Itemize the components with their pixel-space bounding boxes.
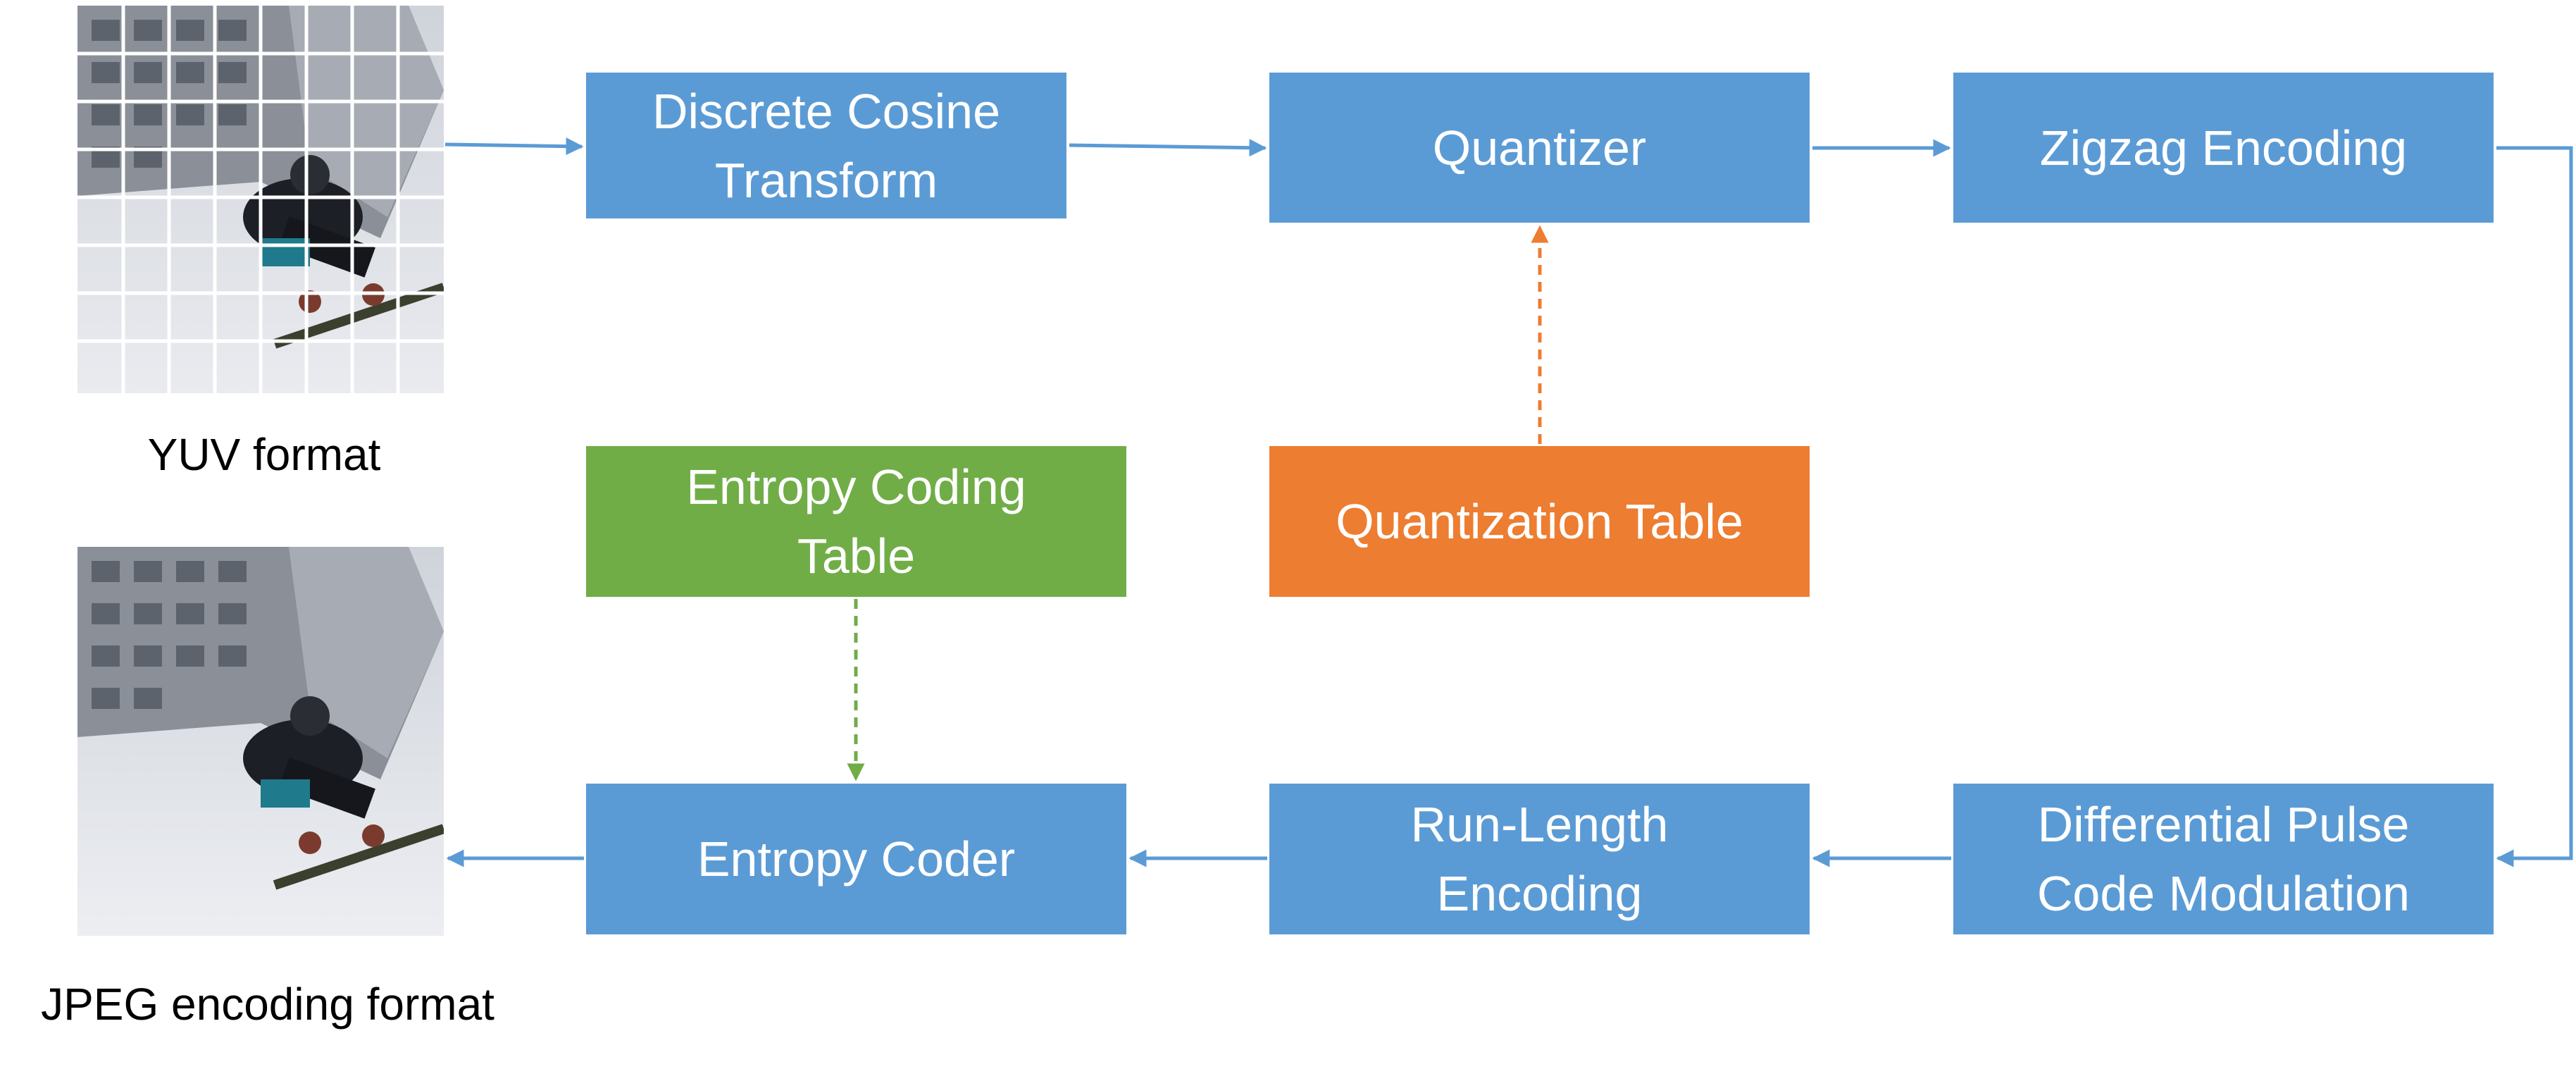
dpcm-box: Differential Pulse Code Modulation: [1953, 784, 2494, 934]
yuv-image: [77, 6, 444, 393]
dct-box: Discrete Cosine Transform: [586, 73, 1066, 218]
snowboarder-figure: [243, 696, 444, 890]
arrow-zigzag-to-dpcm: [2496, 146, 2573, 867]
arrow-yuv-to-dct: [444, 137, 584, 156]
jpeg-photo-illustration: [77, 547, 444, 936]
jpeg-caption: JPEG encoding format: [41, 979, 494, 1030]
yuv-caption: YUV format: [147, 429, 381, 480]
entropy-coder-box: Entropy Coder: [586, 784, 1126, 934]
zigzag-box: Zigzag Encoding: [1953, 73, 2494, 223]
jpeg-image: [77, 547, 444, 936]
yuv-photo-illustration: [77, 6, 444, 393]
quantizer-box: Quantizer: [1269, 73, 1810, 223]
entropy-coding-table-box: Entropy Coding Table: [586, 446, 1126, 597]
arrow-dct-to-quantizer: [1069, 139, 1267, 157]
run-length-encoding-box: Run-Length Encoding: [1269, 784, 1810, 934]
quantization-table-box: Quantization Table: [1269, 446, 1810, 597]
